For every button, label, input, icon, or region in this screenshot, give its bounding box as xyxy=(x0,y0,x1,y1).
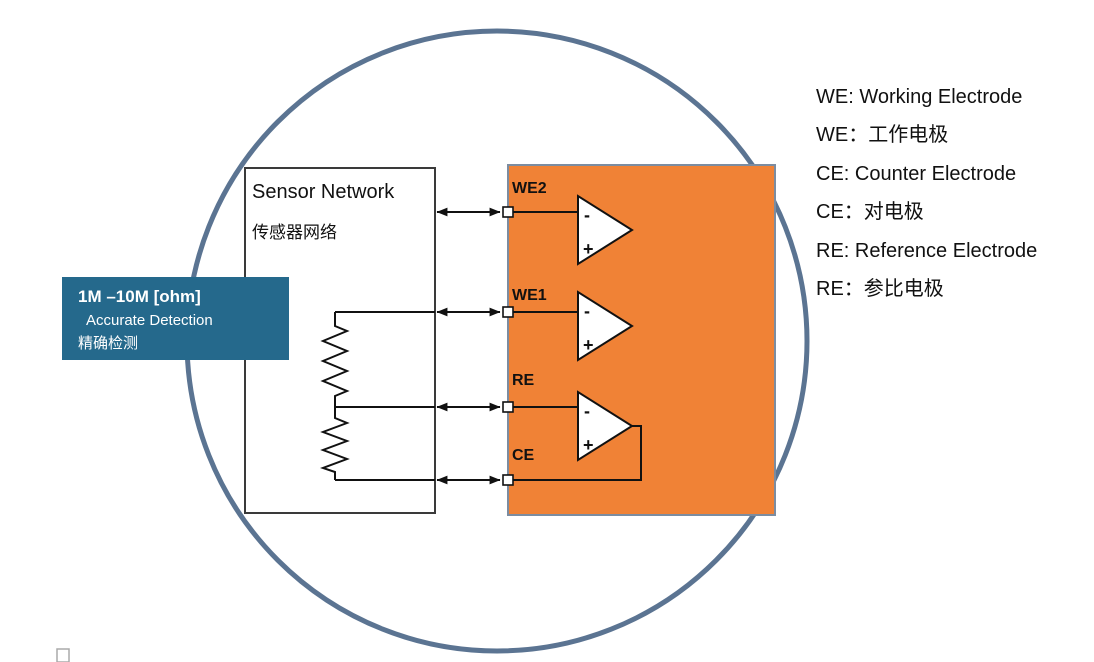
terminal-ce xyxy=(502,474,514,486)
wire-ce-feedback xyxy=(513,425,642,481)
legend-line-ce-zh: CE：对电极 xyxy=(816,200,924,223)
opamp-we1: - + xyxy=(577,290,634,362)
opamp-we1-minus-label: - xyxy=(584,301,590,321)
opamp-ce-minus-label: - xyxy=(584,401,590,421)
legend-line-re-zh: RE：参比电极 xyxy=(816,277,944,300)
electrode-label-ce: CE xyxy=(512,447,535,464)
opamp-ce: - + xyxy=(577,390,634,462)
resistor-1 xyxy=(320,312,350,407)
resistor-2 xyxy=(320,407,350,480)
opamp-we2-plus-label: + xyxy=(583,239,594,259)
opamp-we1-plus-label: + xyxy=(583,335,594,355)
terminal-we1 xyxy=(502,306,514,318)
electrode-label-we1: WE1 xyxy=(512,287,547,304)
electrode-label-we2: WE2 xyxy=(512,180,547,197)
electrode-label-re: RE xyxy=(512,372,535,389)
legend: WE: Working Electrode WE：工作电极 CE: Counte… xyxy=(816,86,1037,300)
callout-line1: 1M –10M [ohm] xyxy=(78,287,201,306)
legend-line-we-en: WE: Working Electrode xyxy=(816,86,1022,108)
opamp-ce-plus-label: + xyxy=(583,435,594,455)
legend-line-ce-en: CE: Counter Electrode xyxy=(816,163,1016,185)
sensor-network-title: Sensor Network xyxy=(252,181,395,203)
callout-line2: Accurate Detection xyxy=(86,312,213,329)
corner-mark xyxy=(56,648,70,662)
legend-line-re-en: RE: Reference Electrode xyxy=(816,240,1037,262)
legend-line-we-zh: WE：工作电极 xyxy=(816,123,948,146)
opamp-we2-minus-label: - xyxy=(584,205,590,225)
sensor-network-subtitle: 传感器网络 xyxy=(252,223,337,242)
opamp-we2: - + xyxy=(577,194,634,266)
terminal-we2 xyxy=(502,206,514,218)
callout-line3: 精确检测 xyxy=(78,335,138,352)
callout-box xyxy=(62,277,289,360)
terminal-re xyxy=(502,401,514,413)
